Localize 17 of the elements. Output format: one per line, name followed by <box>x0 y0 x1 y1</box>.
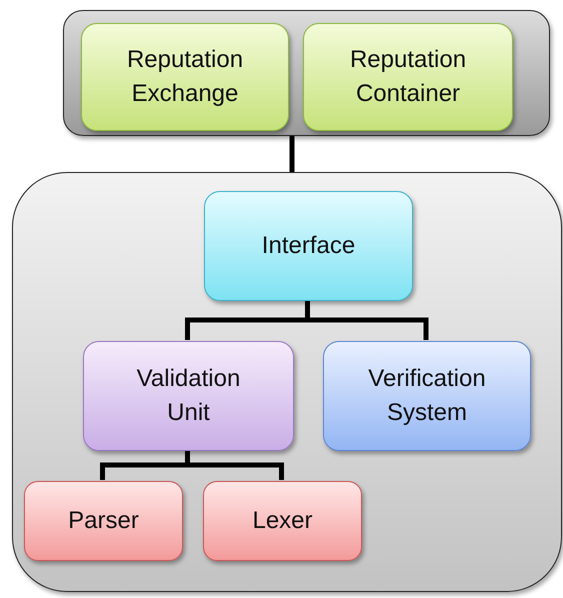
box-label: Interface <box>262 231 356 262</box>
process-box <box>203 481 362 561</box>
box-label: Reputation Container <box>348 45 468 109</box>
connector-line <box>290 136 294 172</box>
process-box <box>303 23 513 131</box>
process-box <box>323 341 531 451</box>
process-box <box>24 481 183 561</box>
box-label: Validation Unit <box>136 364 242 428</box>
process-box <box>81 23 289 131</box>
box-label: Lexer <box>252 506 313 536</box>
box-label: Reputation Exchange <box>126 45 244 109</box>
box-label: Parser <box>68 506 139 536</box>
process-box <box>83 341 294 451</box>
container-panel <box>63 10 550 136</box>
box-label: Verification System <box>367 364 487 428</box>
process-box <box>204 191 413 301</box>
container-panel <box>12 172 562 592</box>
